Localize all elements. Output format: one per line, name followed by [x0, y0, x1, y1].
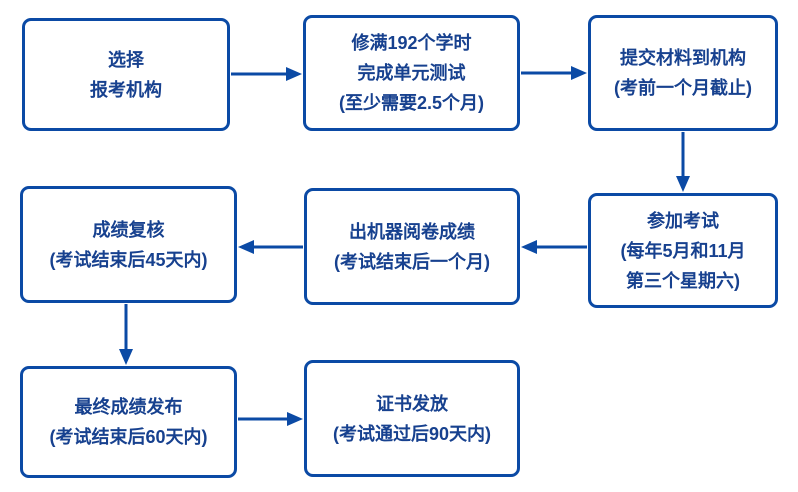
arrow-review-to-finalscore — [119, 304, 133, 365]
arrow-machinescore-to-review — [238, 240, 303, 254]
node-line: 修满192个学时 — [351, 33, 472, 53]
node-line: 选择 — [108, 49, 144, 70]
arrow-materials-to-exam — [676, 132, 690, 192]
node-line: (考试结束后60天内) — [49, 427, 208, 447]
node-line: (考试结束后一个月) — [334, 251, 490, 272]
node-line: 出机器阅卷成绩 — [349, 221, 475, 242]
node-take-exam: 参加考试 (每年5月和11月 第三个星期六) — [588, 193, 778, 308]
node-line: (至少需要2.5个月) — [338, 93, 484, 113]
arrow-finalscore-to-certificate — [238, 412, 303, 426]
arrow-exam-to-machinescore — [521, 240, 587, 254]
node-submit-materials: 提交材料到机构 (考前一个月截止) — [588, 15, 778, 131]
arrow-choose-to-hours — [231, 67, 302, 81]
node-score-review: 成绩复核 (考试结束后45天内) — [20, 186, 237, 303]
node-machine-score: 出机器阅卷成绩 (考试结束后一个月) — [304, 188, 520, 305]
arrow-hours-to-materials — [521, 66, 587, 80]
node-line: 参加考试 — [647, 210, 719, 231]
node-final-score: 最终成绩发布 (考试结束后60天内) — [20, 366, 237, 478]
node-line: 成绩复核 — [92, 219, 165, 240]
node-line: 完成单元测试 — [357, 63, 466, 83]
node-line: (考试通过后90天内) — [332, 423, 491, 444]
node-line: 提交材料到机构 — [620, 48, 746, 68]
node-complete-hours: 修满192个学时 完成单元测试 (至少需要2.5个月) — [303, 15, 520, 131]
node-line: (每年5月和11月 — [620, 240, 746, 261]
node-line: 报考机构 — [90, 79, 162, 100]
node-line: 最终成绩发布 — [74, 397, 183, 417]
node-line: 第三个星期六) — [626, 270, 740, 291]
node-line: (考前一个月截止) — [614, 78, 752, 98]
node-choose-institution: 选择 报考机构 — [22, 18, 230, 131]
node-certificate: 证书发放 (考试通过后90天内) — [304, 360, 520, 477]
node-line: (考试结束后45天内) — [49, 249, 208, 270]
node-line: 证书发放 — [376, 393, 448, 414]
